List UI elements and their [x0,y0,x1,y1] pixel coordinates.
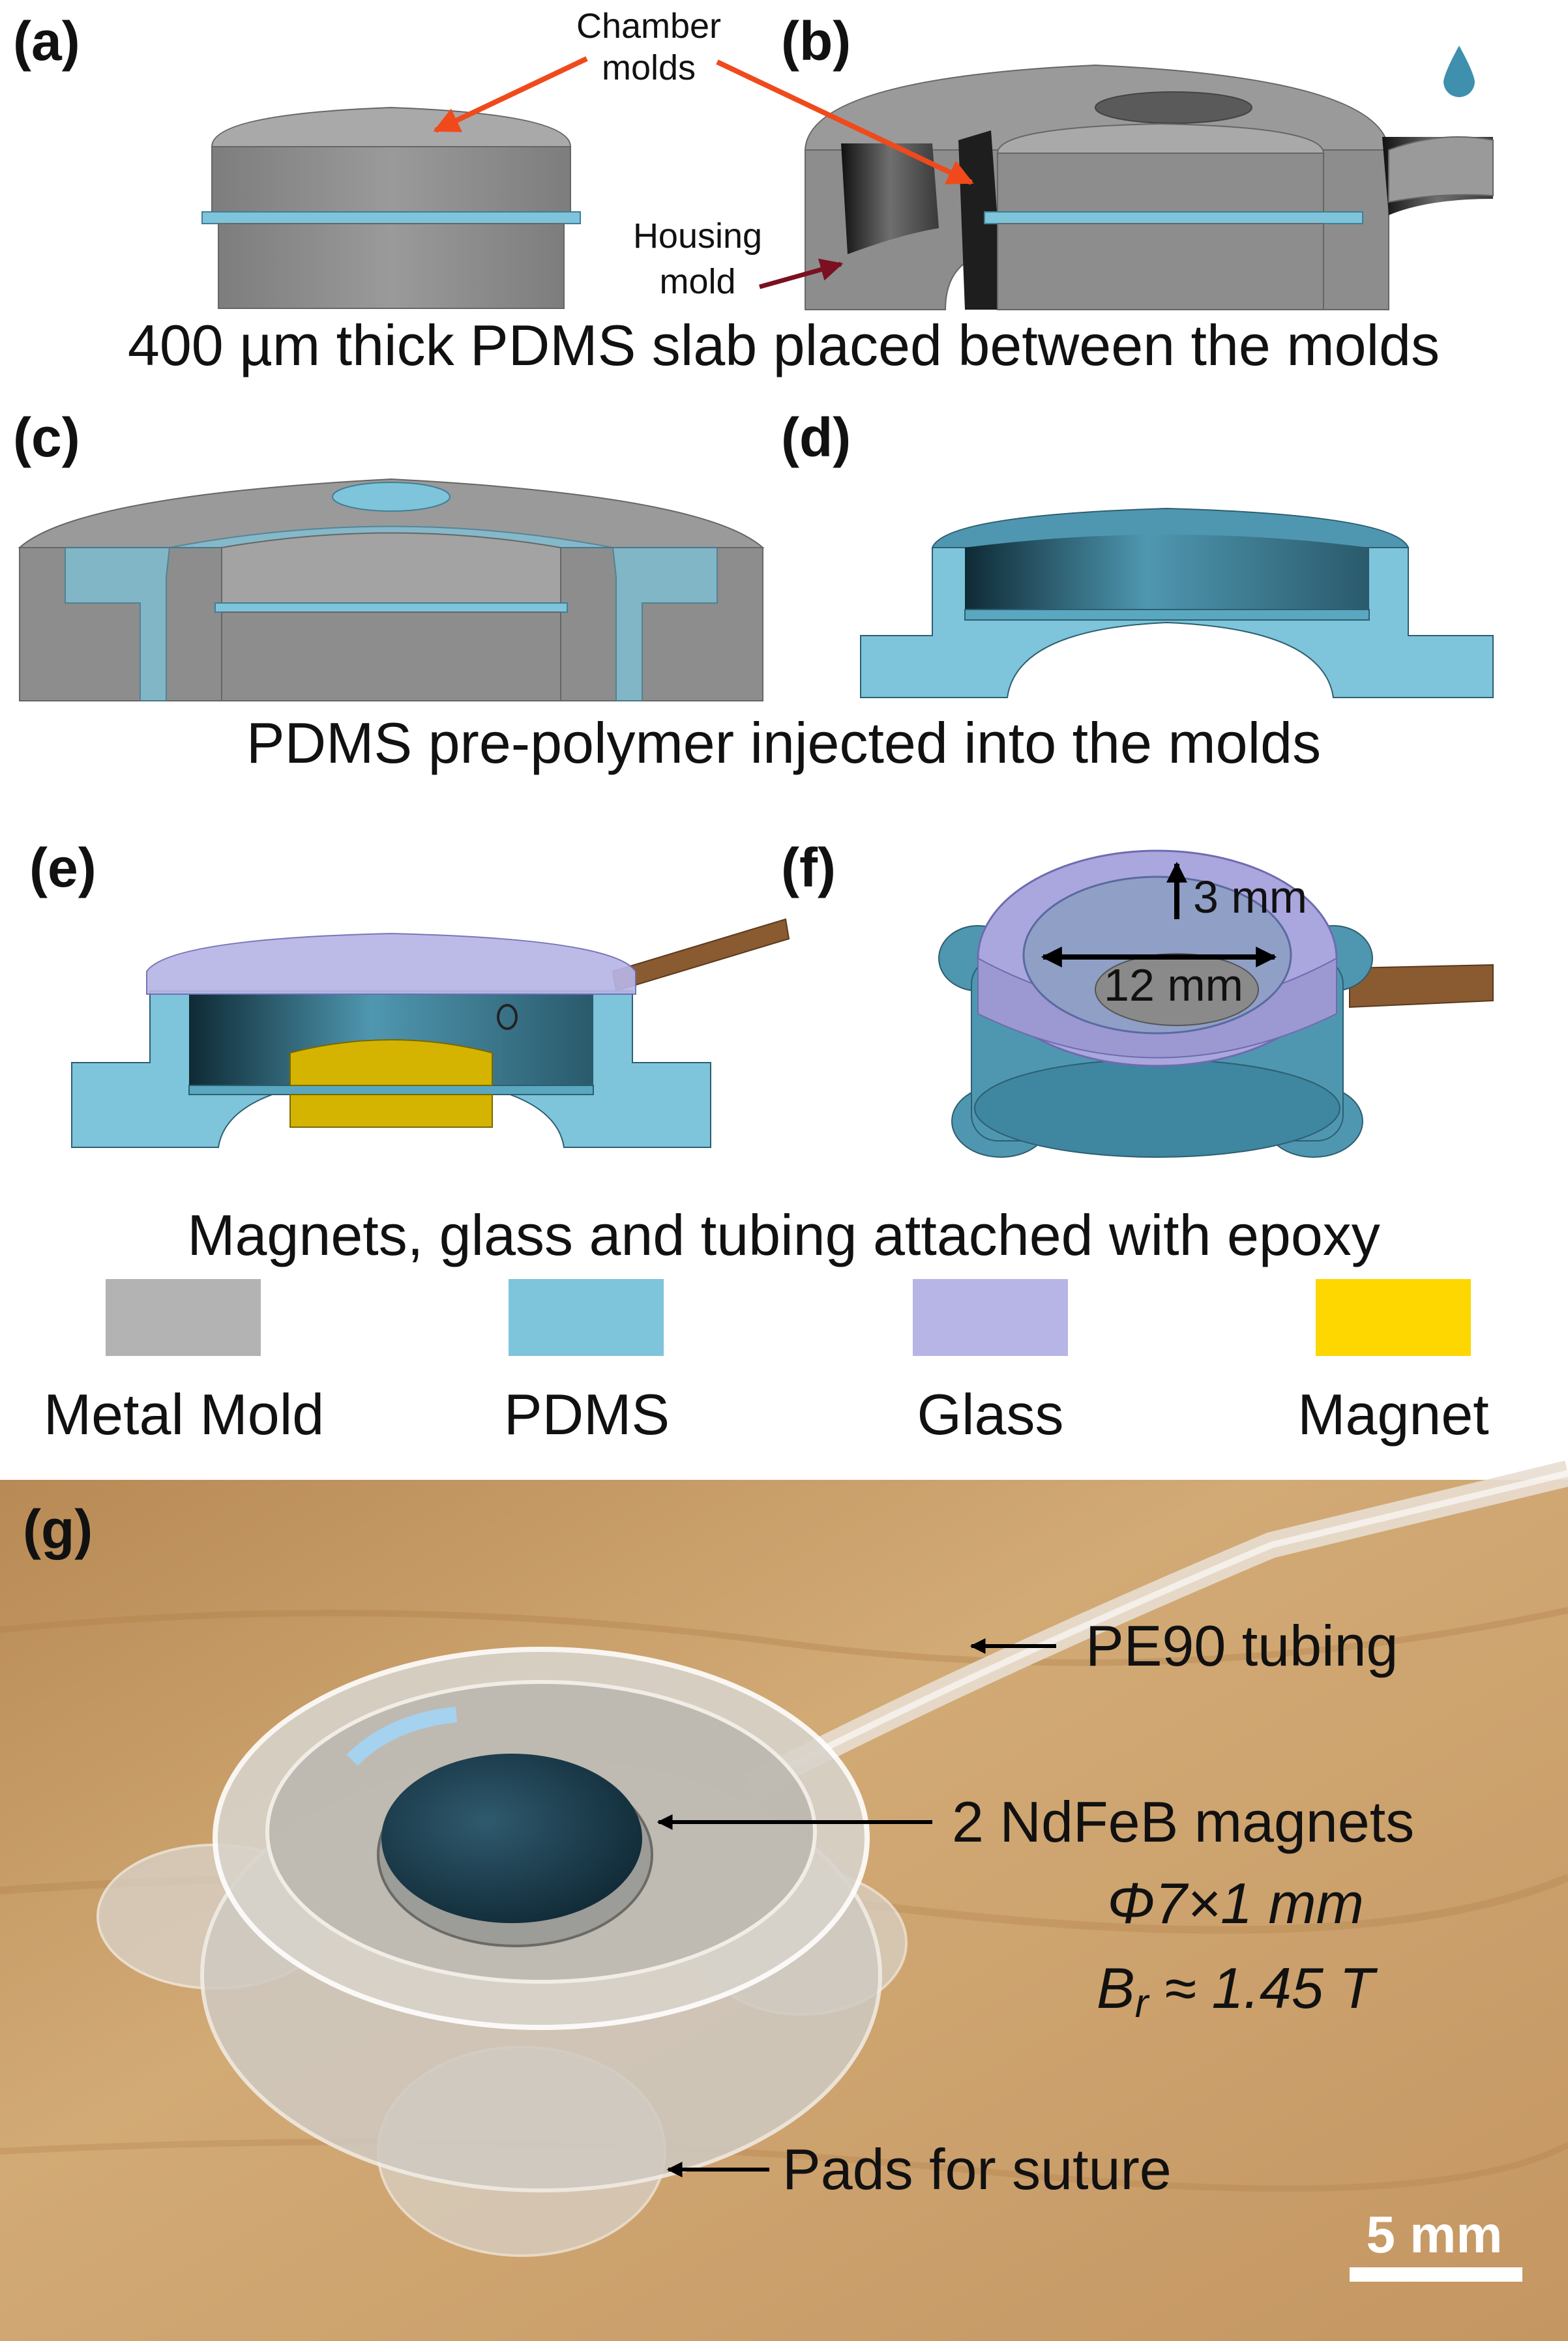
caption-ab: 400 µm thick PDMS slab placed between th… [128,313,1440,377]
housing-mold-line2: mold [659,262,735,301]
panel-label-g: (g) [23,1499,93,1560]
panel-label-c: (c) [13,407,80,468]
glass-lid-e [146,932,636,995]
chamber-arrow-right [716,59,974,185]
dim-width-label: 12 mm [1104,960,1243,1010]
chamber-molds-annotation: Chamber molds [433,7,974,185]
magnet-bottom-e [289,1094,493,1128]
panel-f: (f) 3 mm 12 mm [781,837,1494,1158]
panel-label-b: (b) [781,10,851,72]
chamber-mold-a [201,106,581,309]
panel-b: (b) [781,10,1494,310]
photo-magnet [381,1754,642,1923]
pdms-slab-b [984,211,1363,224]
tubing-f [1349,964,1494,1009]
droplet-icon [1443,46,1475,97]
photo-annotations: PE90 tubing 2 NdFeB magnets Φ7×1 mm Br ≈… [657,1613,1522,2282]
legend-label-pdms: PDMS [504,1382,670,1447]
pads-label: Pads for suture [782,2137,1172,2201]
housing-mold-b [805,64,1494,310]
magnet-top-e [289,1039,493,1086]
scale-bar-label: 5 mm [1367,2205,1503,2263]
legend-label-metal-mold: Metal Mold [44,1382,324,1447]
panel-g-photo [0,1460,1568,2341]
panel-c: (c) [13,407,765,701]
panel-label-e: (e) [29,837,96,898]
pdms-slab-a [201,211,581,224]
chamber-molds-line1: Chamber [576,7,721,46]
panel-label-a: (a) [13,10,80,72]
housing-arrow [759,258,844,289]
legend-label-glass: Glass [917,1382,1064,1447]
legend-swatch-magnet [1316,1279,1471,1356]
panel-label-d: (d) [781,407,851,468]
caption-ef: Magnets, glass and tubing attached with … [187,1203,1380,1267]
chamber-molds-line2: molds [602,48,696,87]
tubing-e [612,918,790,992]
scale-bar [1350,2267,1522,2282]
tubing-label: PE90 tubing [1086,1613,1398,1678]
legend: Metal Mold PDMS Glass Magnet [44,1279,1489,1447]
panel-label-f: (f) [781,837,836,898]
caption-cd: PDMS pre-polymer injected into the molds [246,711,1321,775]
legend-label-magnet: Magnet [1297,1382,1489,1447]
magnets-label-line2: Φ7×1 mm [1107,1871,1364,1936]
legend-swatch-metal-mold [106,1279,261,1356]
dim-height-label: 3 mm [1193,872,1307,922]
panel-e: (e) [29,837,790,1148]
legend-swatch-pdms [509,1279,664,1356]
housing-mold-line1: Housing [633,216,762,256]
magnets-label-line1: 2 NdFeB magnets [952,1789,1414,1854]
legend-swatch-glass [913,1279,1068,1356]
chamber-arrow-left [433,56,588,133]
panel-a: (a) [13,10,581,309]
panel-d: (d) [781,407,1494,698]
housing-mold-annotation: Housing mold [633,216,844,301]
magnets-label-line3: Br ≈ 1.45 T [1097,1956,1378,2026]
